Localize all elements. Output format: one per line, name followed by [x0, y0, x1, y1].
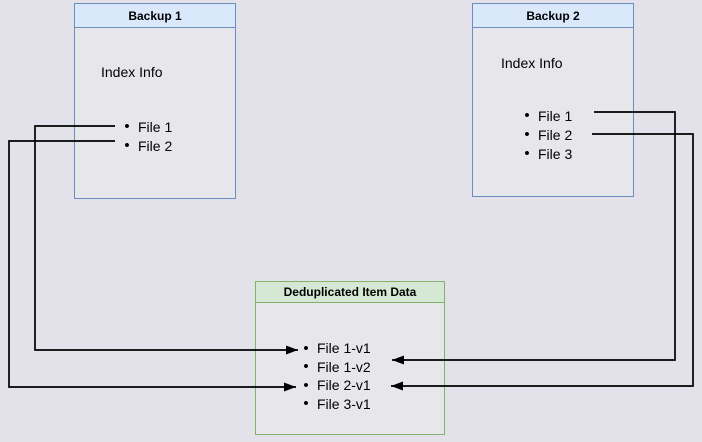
backup2-file-list: • File 1 • File 2 • File 3: [520, 106, 572, 163]
bullet-icon: •: [303, 376, 309, 394]
file-label: File 2: [538, 126, 573, 143]
bullet-icon: •: [524, 126, 530, 143]
list-item: • File 2: [120, 136, 172, 155]
dedup-header: Deduplicated Item Data: [256, 282, 444, 303]
list-item: • File 1-v2: [299, 358, 371, 377]
bullet-icon: •: [524, 145, 530, 162]
backup2-subtitle: Index Info: [501, 55, 563, 71]
bullet-icon: •: [524, 107, 530, 124]
bullet-icon: •: [303, 358, 309, 376]
backup1-title: Backup 1: [128, 9, 182, 23]
backup1-subtitle: Index Info: [101, 64, 163, 80]
bullet-icon: •: [124, 137, 130, 154]
dedup-file-list: • File 1-v1 • File 1-v2 • File 2-v1 • Fi…: [299, 339, 371, 414]
file-label: File 1-v1: [317, 340, 371, 357]
file-label: File 3-v1: [317, 395, 371, 412]
bullet-icon: •: [303, 395, 309, 413]
list-item: • File 3-v1: [299, 395, 371, 414]
backup2-title: Backup 2: [526, 9, 580, 23]
list-item: • File 3: [520, 144, 572, 163]
backup2-box: Backup 2 Index Info • File 1 • File 2 • …: [472, 3, 634, 197]
backup1-box: Backup 1 Index Info • File 1 • File 2: [74, 3, 236, 199]
file-label: File 1-v2: [317, 358, 371, 375]
file-label: File 2-v1: [317, 377, 371, 394]
list-item: • File 1: [120, 117, 172, 136]
bullet-icon: •: [124, 118, 130, 135]
file-label: File 1: [538, 107, 573, 124]
file-label: File 3: [538, 145, 573, 162]
list-item: • File 1: [520, 106, 572, 125]
deduplicated-item-data-box: Deduplicated Item Data • File 1-v1 • Fil…: [255, 281, 445, 435]
file-label: File 2: [138, 137, 173, 154]
dedup-title: Deduplicated Item Data: [283, 285, 417, 299]
list-item: • File 2-v1: [299, 376, 371, 395]
backup1-header: Backup 1: [75, 4, 235, 28]
list-item: • File 2: [520, 125, 572, 144]
bullet-icon: •: [303, 339, 309, 357]
backup1-file-list: • File 1 • File 2: [120, 117, 172, 155]
file-label: File 1: [138, 118, 173, 135]
list-item: • File 1-v1: [299, 339, 371, 358]
backup2-header: Backup 2: [473, 4, 633, 28]
